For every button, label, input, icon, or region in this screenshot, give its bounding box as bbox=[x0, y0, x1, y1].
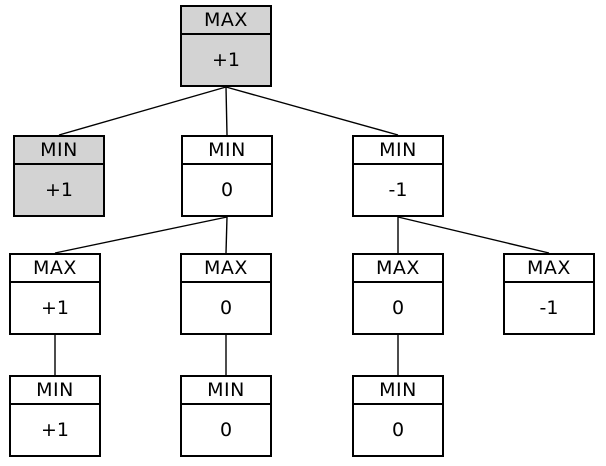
tree-node-max-3-3: MAX 0 bbox=[352, 253, 444, 335]
node-type-label: MAX bbox=[182, 7, 270, 35]
node-value: 0 bbox=[391, 419, 405, 441]
tree-node-max-3-1: MAX +1 bbox=[9, 253, 101, 335]
tree-node-root: MAX +1 bbox=[180, 5, 272, 87]
tree-node-min-4-1: MIN +1 bbox=[9, 375, 101, 457]
node-value: 0 bbox=[219, 297, 233, 319]
tree-node-min-center: MIN 0 bbox=[181, 135, 273, 217]
node-type-label: MIN bbox=[15, 137, 103, 165]
node-type-label: MIN bbox=[354, 137, 442, 165]
node-type-label: MIN bbox=[11, 377, 99, 405]
tree-edge-root-min-center bbox=[225, 86, 228, 136]
node-value: +1 bbox=[211, 49, 240, 71]
node-type-label: MAX bbox=[182, 255, 270, 283]
node-type-label: MIN bbox=[354, 377, 442, 405]
tree-node-max-3-4: MAX -1 bbox=[503, 253, 595, 335]
node-type-label: MIN bbox=[182, 377, 270, 405]
node-value: 0 bbox=[219, 419, 233, 441]
node-value: +1 bbox=[40, 419, 69, 441]
node-value: +1 bbox=[44, 179, 73, 201]
tree-node-min-4-2: MIN 0 bbox=[180, 375, 272, 457]
tree-node-min-left: MIN +1 bbox=[13, 135, 105, 217]
node-type-label: MAX bbox=[11, 255, 99, 283]
tree-edge-min-right-max-3-4 bbox=[397, 216, 550, 254]
node-type-label: MAX bbox=[505, 255, 593, 283]
tree-node-min-right: MIN -1 bbox=[352, 135, 444, 217]
tree-node-min-4-3: MIN 0 bbox=[352, 375, 444, 457]
tree-edge-min-center-max-3-2 bbox=[225, 216, 228, 254]
node-value: 0 bbox=[220, 179, 234, 201]
tree-node-max-3-2: MAX 0 bbox=[180, 253, 272, 335]
node-value: -1 bbox=[539, 297, 559, 319]
node-type-label: MAX bbox=[354, 255, 442, 283]
node-value: -1 bbox=[388, 179, 408, 201]
node-value: 0 bbox=[391, 297, 405, 319]
node-value: +1 bbox=[40, 297, 69, 319]
tree-edge-min-center-max-3-1 bbox=[54, 216, 228, 254]
tree-edge-root-min-left bbox=[58, 86, 227, 136]
tree-edge-root-min-right bbox=[225, 86, 399, 136]
node-type-label: MIN bbox=[183, 137, 271, 165]
